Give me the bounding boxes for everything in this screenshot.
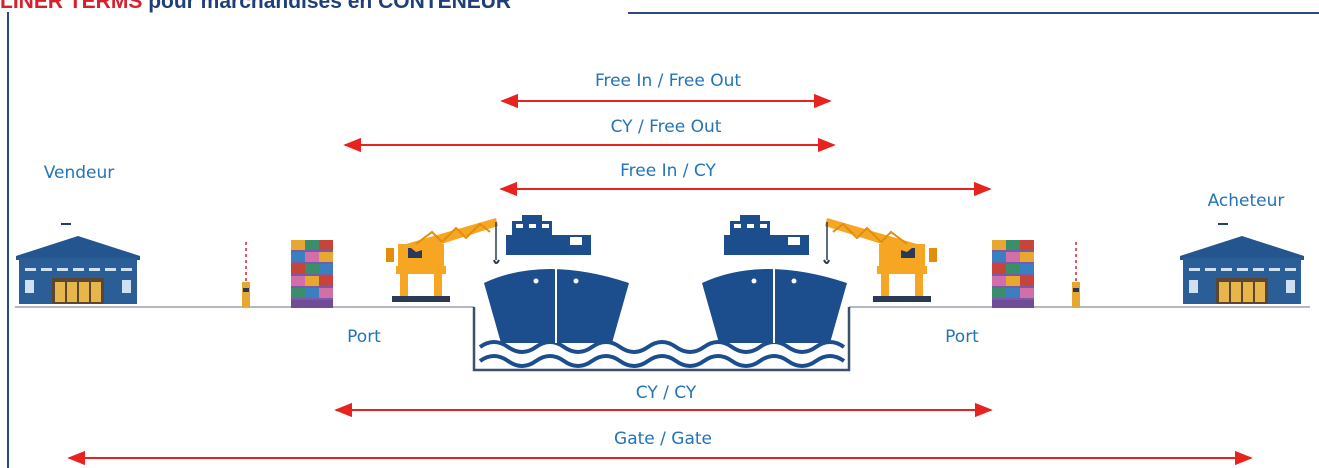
- port-right-label: Port: [945, 327, 979, 347]
- crane-icon: [385, 217, 500, 303]
- quay-basin: [472, 307, 851, 372]
- ship-icon: [701, 214, 848, 344]
- water-waves-icon: [478, 340, 846, 368]
- barrier-icon: [1071, 241, 1081, 309]
- port-left-label: Port: [347, 327, 381, 347]
- title-subtitle: pour marchandises en CONTENEUR: [148, 0, 512, 13]
- warehouse-chimney-icon: [1218, 223, 1228, 225]
- barrier-icon: [241, 241, 251, 309]
- warehouse-icon: [16, 236, 140, 304]
- buyer-label: Acheteur: [1207, 191, 1285, 211]
- warehouse-icon: [1180, 236, 1304, 304]
- frame-left-rule: [7, 12, 9, 468]
- range-label-gate-gate: Gate / Gate: [614, 429, 712, 449]
- frame-top-rule: [628, 12, 1319, 14]
- range-label-cy-cy: CY / CY: [635, 383, 697, 403]
- range-label-cy-free-out: CY / Free Out: [610, 117, 722, 137]
- range-label-free-in-free-out: Free In / Free Out: [594, 71, 742, 91]
- diagram-title: LINER TERMS pour marchandises en CONTENE…: [0, 0, 511, 13]
- title-liner-terms: LINER TERMS: [0, 0, 143, 13]
- container-stack-icon: [992, 240, 1034, 308]
- seller-label: Vendeur: [43, 163, 115, 183]
- range-label-free-in-cy: Free In / CY: [620, 161, 716, 181]
- container-stack-icon: [291, 240, 333, 308]
- warehouse-chimney-icon: [61, 223, 71, 225]
- ship-icon: [483, 214, 630, 344]
